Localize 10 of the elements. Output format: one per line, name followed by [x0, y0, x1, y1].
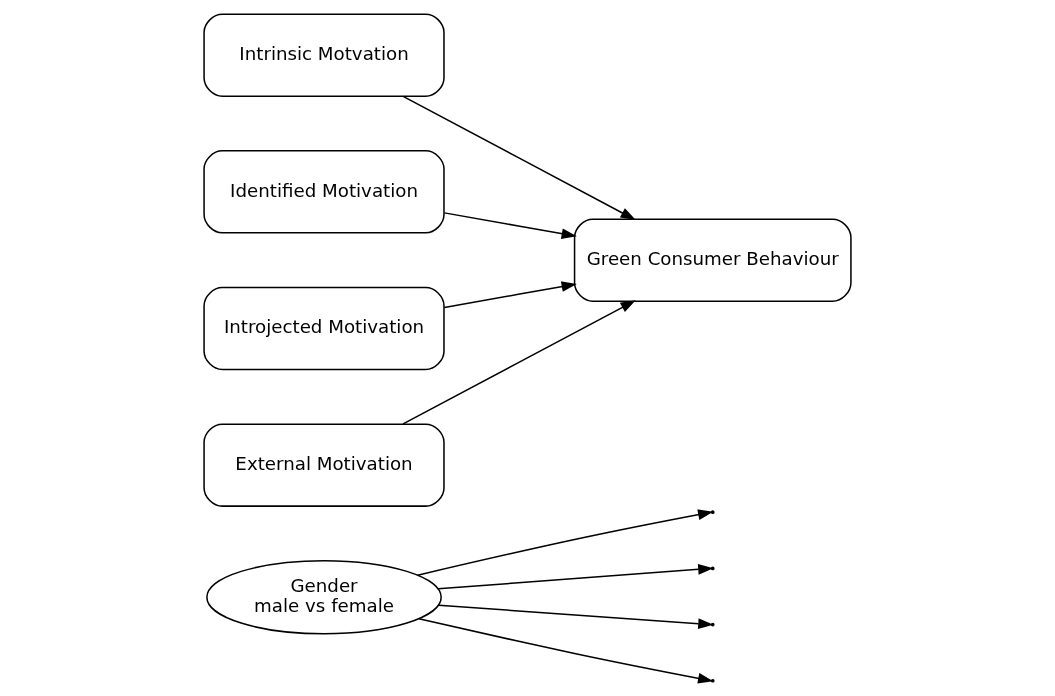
arrow — [402, 95, 636, 221]
arrow — [443, 281, 577, 309]
node-box: Identified Motivation — [203, 150, 445, 234]
arrow — [402, 300, 636, 425]
node-box: Green Consumer Behaviour — [573, 218, 852, 302]
node-ellipse: Gender male vs female — [206, 559, 442, 635]
arrow — [443, 212, 577, 239]
node-box: Intrinsic Motvation — [203, 13, 445, 97]
node-box: Introjected Motivation — [203, 286, 445, 371]
node-box: External Motivation — [203, 423, 445, 507]
